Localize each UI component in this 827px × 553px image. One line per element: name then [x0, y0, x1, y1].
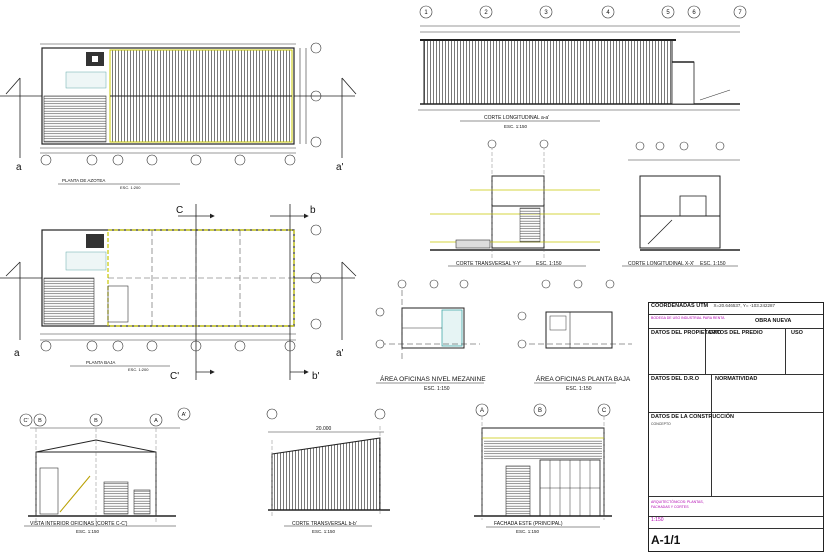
grid-letter-a-prime: A': [182, 412, 187, 418]
owner-label: DATOS DEL PROPIETARIO: [651, 330, 722, 336]
use-label: USO: [791, 330, 803, 336]
ground-plan-title: PLANTA BAJA: [86, 360, 115, 365]
sheet-scale: 1:150: [651, 517, 664, 523]
axis-label-7: 7: [738, 10, 742, 16]
project-name: BODEGA DE USO INDUSTRIAL PARA RENTA: [651, 316, 725, 320]
facade-grid-c: C: [602, 408, 607, 414]
office-mezzanine-plan: [375, 279, 480, 362]
title-block-content-row: ARQUITECTÓNICOS: PLANTAS, FACHADAS Y COR…: [649, 497, 823, 517]
section-longitudinal-xx: [628, 141, 740, 251]
facade-grid-b: B: [538, 408, 542, 414]
section-xx-title: CORTE LONGITUDINAL X-X': [628, 261, 694, 267]
title-block: COORDENADAS UTM X=20.646537, Y= -103.242…: [648, 302, 824, 552]
utm-values: X=20.646537, Y= -103.242287: [713, 303, 776, 308]
axis-label-3: 3: [544, 10, 548, 16]
title-block-utm-row: COORDENADAS UTM X=20.646537, Y= -103.242…: [649, 303, 823, 315]
content-label: ARQUITECTÓNICOS: PLANTAS, FACHADAS Y COR…: [651, 500, 704, 509]
grid-letter-a: A: [154, 418, 158, 424]
title-block-owner-row: DATOS DEL PROPIETARIO DATOS DEL PREDIO U…: [649, 329, 823, 375]
title-block-dro-row: DATOS DEL D.R.O NORMATIVIDAD: [649, 375, 823, 413]
axis-label-1: 1: [424, 10, 428, 16]
roof-plan-axes: [40, 42, 322, 166]
work-type: OBRA NUEVA: [755, 318, 792, 324]
section-aa-title: CORTE LONGITUDINAL a-a': [484, 115, 549, 121]
section-marker-b-prime: b': [312, 371, 320, 382]
ground-plan-axes: [40, 224, 322, 352]
section-marker-a-prime-ground: a': [336, 348, 344, 359]
office-mezzanine-title: ÁREA OFICINAS NIVEL MEZANINE: [380, 374, 486, 383]
section-aa-axes: 1 2 3 4 5 6 7: [419, 5, 747, 19]
office-ground-scale: ESC. 1:150: [566, 386, 592, 392]
axis-label-6: 6: [692, 10, 696, 16]
elevation-cc-scale: ESC. 1:150: [76, 529, 100, 534]
concept-label: CONCEPTO: [651, 422, 671, 426]
section-longitudinal-aa: [418, 25, 740, 111]
section-marker-c-prime: C': [170, 371, 179, 382]
section-xx-scale: ESC. 1:150: [700, 261, 726, 267]
roof-plan-scale: ESC. 1:200: [120, 185, 141, 190]
axis-label-4: 4: [606, 10, 610, 16]
section-yy-scale: ESC. 1:150: [536, 261, 562, 267]
office-ground-title: ÁREA OFICINAS PLANTA BAJA: [536, 374, 631, 383]
facade-grid-a: A: [480, 408, 484, 414]
title-block-project-row: BODEGA DE USO INDUSTRIAL PARA RENTA OBRA…: [649, 315, 823, 329]
axis-label-5: 5: [666, 10, 670, 16]
ground-plan: [0, 204, 357, 380]
section-bb-title: CORTE TRANSVERSAL b-b': [292, 521, 357, 527]
section-yy-title: CORTE TRANSVERSAL Y-Y': [456, 261, 521, 267]
grid-letter-b: B: [38, 418, 42, 424]
property-label: DATOS DEL PREDIO: [709, 330, 763, 336]
utm-label: COORDENADAS UTM: [651, 303, 709, 309]
office-mezzanine-scale: ESC. 1:150: [424, 386, 450, 392]
dro-label: DATOS DEL D.R.O: [651, 376, 699, 382]
section-marker-c: C: [176, 205, 183, 216]
grid-letter-c-prime: C': [23, 418, 28, 424]
section-aa-scale: ESC. 1:150: [504, 124, 528, 129]
elevation-interior-cc: [19, 407, 191, 524]
section-marker-a: a: [16, 162, 22, 173]
facade-scale: ESC. 1:150: [516, 529, 540, 534]
elevation-east-facade: [474, 403, 612, 520]
section-marker-b: b: [310, 205, 316, 216]
section-transversal-yy: [430, 139, 600, 260]
ground-plan-scale: ESC. 1:200: [128, 367, 149, 372]
title-block-construction-row: DATOS DE LA CONSTRUCCIÓN CONCEPTO: [649, 413, 823, 497]
section-bb-scale: ESC. 1:150: [312, 529, 336, 534]
section-marker-a-ground: a: [14, 348, 20, 359]
facade-title: FACHADA ESTE (PRINCIPAL): [494, 521, 563, 527]
roof-plan-title: PLANTA DE AZOTEA: [62, 178, 105, 183]
normativity-label: NORMATIVIDAD: [715, 376, 758, 382]
construction-label: DATOS DE LA CONSTRUCCIÓN: [651, 414, 735, 420]
grid-letter-b-mid: B: [94, 418, 98, 424]
elevation-cc-title: VISTA INTERIOR OFICINAS (CORTE C-C'): [30, 521, 128, 527]
axis-label-2: 2: [484, 10, 488, 16]
roof-plan: [0, 43, 357, 158]
section-bb-width: 20.000: [316, 426, 332, 432]
section-marker-a-prime: a': [336, 162, 344, 173]
sheet-number: A-1/1: [651, 533, 681, 547]
section-transversal-bb: [266, 408, 390, 516]
title-block-scale-row: 1:150: [649, 517, 823, 529]
office-ground-plan: [517, 279, 632, 349]
